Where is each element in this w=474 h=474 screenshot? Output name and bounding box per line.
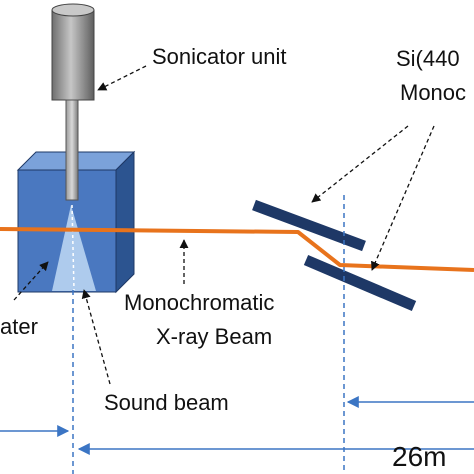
- crystal-pointer-lower: [371, 125, 435, 271]
- beam-label-line1: Monochromatic: [124, 290, 274, 315]
- monochromator-crystals: [252, 199, 417, 312]
- crystal-label-line1: Si(440: [396, 46, 460, 71]
- sonicator: [51, 3, 95, 201]
- distance-label: 26m: [392, 441, 446, 472]
- sonicator-label: Sonicator unit: [152, 44, 287, 69]
- sound-beam-label: Sound beam: [104, 390, 229, 415]
- sound-beam-cone: [52, 205, 96, 291]
- water-label: ater: [0, 314, 38, 339]
- crystal-pointer-upper: [311, 125, 409, 203]
- crystal-upper: [252, 199, 366, 252]
- xray-beam: [0, 227, 474, 272]
- sound-beam-pointer: [81, 289, 111, 385]
- sonicator-pointer: [97, 65, 147, 91]
- sound-beam-center: [71, 204, 75, 291]
- sonicator-rod: [65, 99, 79, 201]
- water-tank-side: [115, 150, 135, 294]
- beam-label-line2: X-ray Beam: [156, 324, 272, 349]
- water-pointer: [13, 261, 49, 301]
- crystal-lower: [303, 254, 417, 312]
- sonicator-cap: [51, 3, 95, 17]
- sonicator-body: [51, 9, 95, 101]
- crystal-label-line2: Monoc: [400, 80, 466, 105]
